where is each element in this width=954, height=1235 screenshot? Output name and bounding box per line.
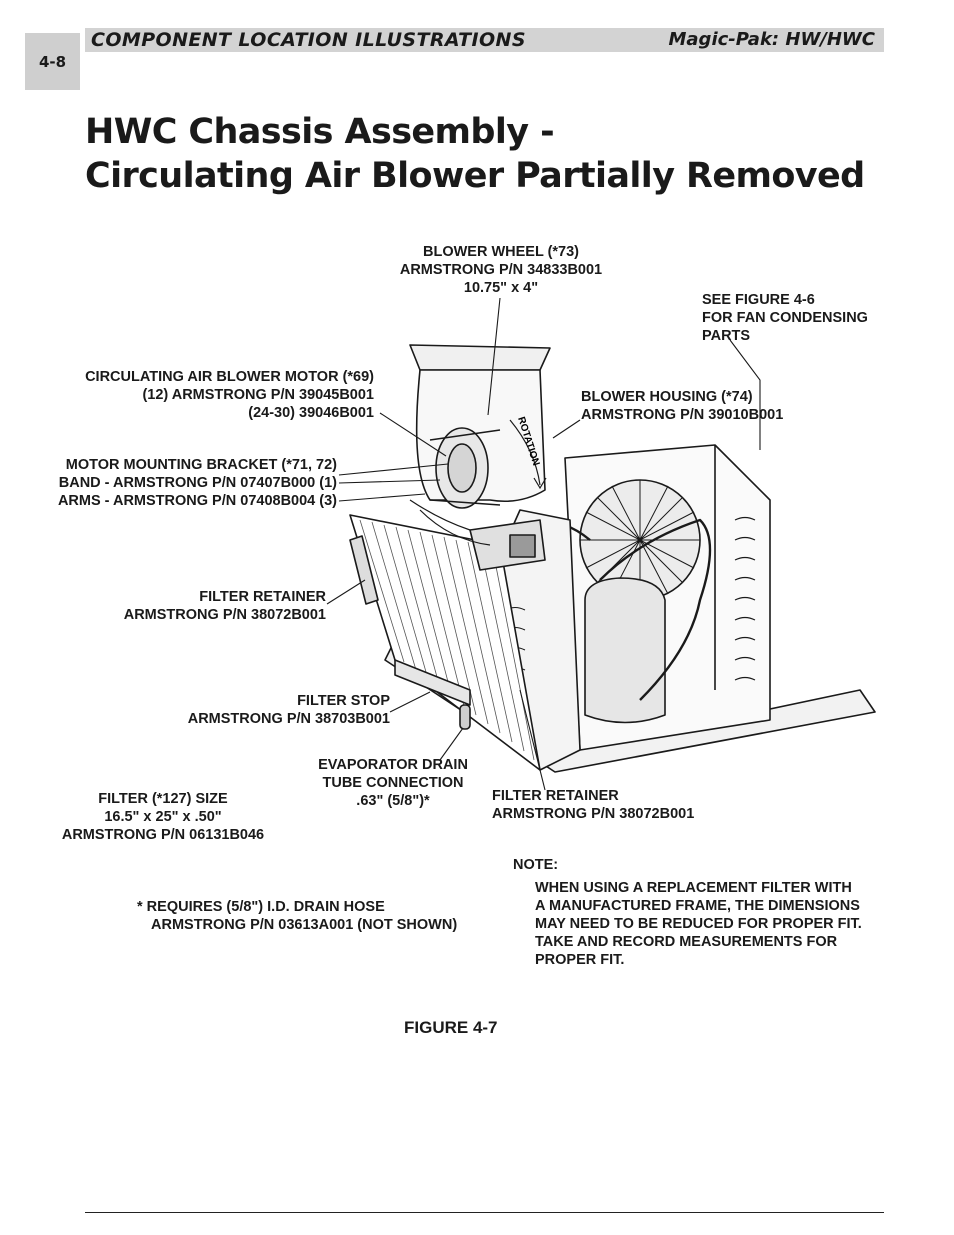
callout-filter: FILTER (*127) SIZE 16.5" x 25" x .50" AR… xyxy=(61,791,265,843)
title-line-1: HWC Chassis Assembly - xyxy=(85,112,555,152)
title-line-2: Circulating Air Blower Partially Removed xyxy=(85,156,865,196)
callout-blower-housing: BLOWER HOUSING (*74) ARMSTRONG P/N 39010… xyxy=(581,389,784,423)
header-product-name: Magic-Pak: HW/HWC xyxy=(668,29,876,50)
callout-blower-wheel: BLOWER WHEEL (*73) ARMSTRONG P/N 34833B0… xyxy=(399,244,603,296)
callout-motor-bracket: MOTOR MOUNTING BRACKET (*71, 72) BAND - … xyxy=(57,457,337,509)
callout-filter-stop: FILTER STOP ARMSTRONG P/N 38703B001 xyxy=(187,693,390,727)
callout-filter-retainer-left: FILTER RETAINER ARMSTRONG P/N 38072B001 xyxy=(123,589,326,623)
drain-hose-footnote: * REQUIRES (5/8") I.D. DRAIN HOSE ARMSTR… xyxy=(137,899,458,933)
callout-filter-retainer-right: FILTER RETAINER ARMSTRONG P/N 38072B001 xyxy=(492,788,695,822)
callout-evaporator-drain: EVAPORATOR DRAIN TUBE CONNECTION .63" (5… xyxy=(318,757,468,809)
running-header: COMPONENT LOCATION ILLUSTRATIONS Magic-P… xyxy=(85,28,884,52)
callout-blower-motor: CIRCULATING AIR BLOWER MOTOR (*69) (12) … xyxy=(85,369,374,421)
figure-caption: FIGURE 4-7 xyxy=(404,1018,498,1037)
footer-divider xyxy=(85,1212,884,1213)
note-body: WHEN USING A REPLACEMENT FILTER WITH A M… xyxy=(535,880,862,968)
page-number-tab: 4-8 xyxy=(25,33,80,90)
note-heading: NOTE: xyxy=(513,857,559,873)
page-title: HWC Chassis Assembly - Circulating Air B… xyxy=(85,110,865,198)
callout-see-figure: SEE FIGURE 4-6 FOR FAN CONDENSING PARTS xyxy=(702,292,868,344)
header-section-title: COMPONENT LOCATION ILLUSTRATIONS xyxy=(91,29,526,51)
